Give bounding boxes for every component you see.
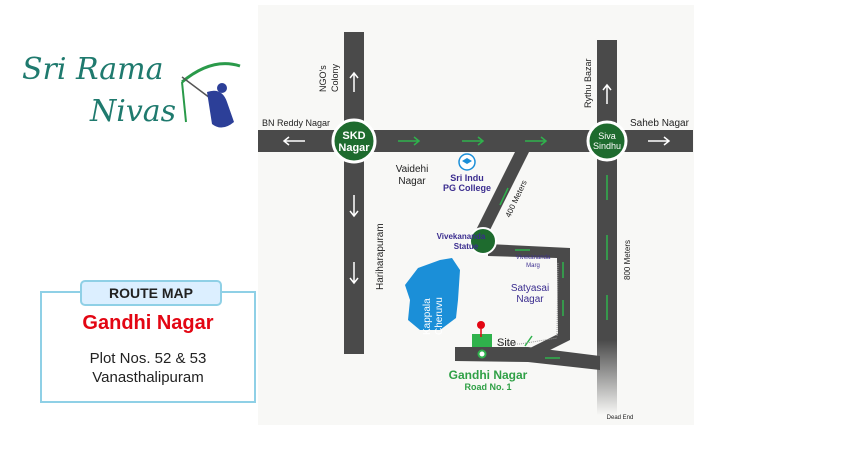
- location-pin-icon: [477, 321, 485, 329]
- siva-sindhu-junction: [586, 120, 628, 162]
- vivekananda-statue-label: Vivekananda: [437, 232, 486, 241]
- vivekananda-marg: [488, 244, 570, 360]
- route-info-box: [40, 291, 256, 403]
- gandhi-nagar-road-label: Gandhi Nagar: [449, 368, 528, 382]
- ngo-colony-label-2: Colony: [330, 63, 340, 92]
- saheb-nagar-label: Saheb Nagar: [630, 118, 690, 129]
- logo-line1: Sri Rama: [22, 52, 164, 87]
- white-arrows: [282, 71, 671, 285]
- diagonal-road: [476, 152, 529, 230]
- siva-label: Siva: [598, 131, 616, 141]
- vaidehi-nagar-label: Vaidehi: [396, 164, 429, 175]
- logo-line2: Nivas: [90, 94, 177, 129]
- address: Plot Nos. 52 & 53 Vanasthalipuram: [40, 349, 256, 387]
- site-marker: [472, 334, 492, 347]
- road-no-label: Road No. 1: [464, 382, 511, 392]
- satyasai-nagar-label: Satyasai: [511, 283, 549, 294]
- gandhi-nagar-road: [455, 347, 600, 370]
- site-label: Site: [497, 337, 516, 349]
- skd-nagar-junction: [331, 118, 377, 164]
- vivekananda-marg-label-2: Marg: [526, 263, 540, 269]
- green-route-arrows: [398, 136, 608, 359]
- vivekananda-marg-label: Vivekananda: [516, 255, 551, 261]
- location-title: Gandhi Nagar: [82, 312, 214, 334]
- lake-label-2: Cheruvu: [434, 297, 445, 335]
- siva-label-2: Sindhu: [593, 141, 621, 151]
- college-label-2: PG College: [443, 183, 491, 193]
- skd-label: SKD: [342, 130, 365, 142]
- rythu-bazar-label: Rythu Bazar: [583, 58, 593, 108]
- plot-numbers: Plot Nos. 52 & 53: [89, 350, 207, 367]
- archer-icon: [181, 62, 241, 128]
- satyasai-nagar-label-2: Nagar: [516, 294, 544, 305]
- lake-label: Kappala: [422, 298, 433, 335]
- bn-reddy-nagar-label: BN Reddy Nagar: [262, 118, 330, 128]
- area-name: Vanasthalipuram: [92, 369, 204, 386]
- logo: Sri Rama Nivas: [22, 52, 242, 142]
- college-label: Sri Indu: [450, 173, 484, 183]
- vaidehi-nagar-label-2: Nagar: [398, 176, 426, 187]
- vivekananda-statue-junction: [469, 227, 497, 255]
- site-dot: [477, 349, 487, 359]
- ngo-colony-label: NGO's: [318, 65, 328, 92]
- skd-label-2: Nagar: [338, 142, 370, 154]
- hariharapuram-road: [344, 32, 364, 354]
- 800-meters-label: 800 Meters: [623, 240, 632, 280]
- kappala-cheruvu-lake: [405, 258, 460, 330]
- route-map-badge: ROUTE MAP: [80, 280, 222, 306]
- hariharapuram-label: Hariharapuram: [375, 223, 386, 290]
- dead-end-label: Dead End: [607, 415, 634, 421]
- vivekananda-statue-label-2: Statue: [454, 242, 479, 251]
